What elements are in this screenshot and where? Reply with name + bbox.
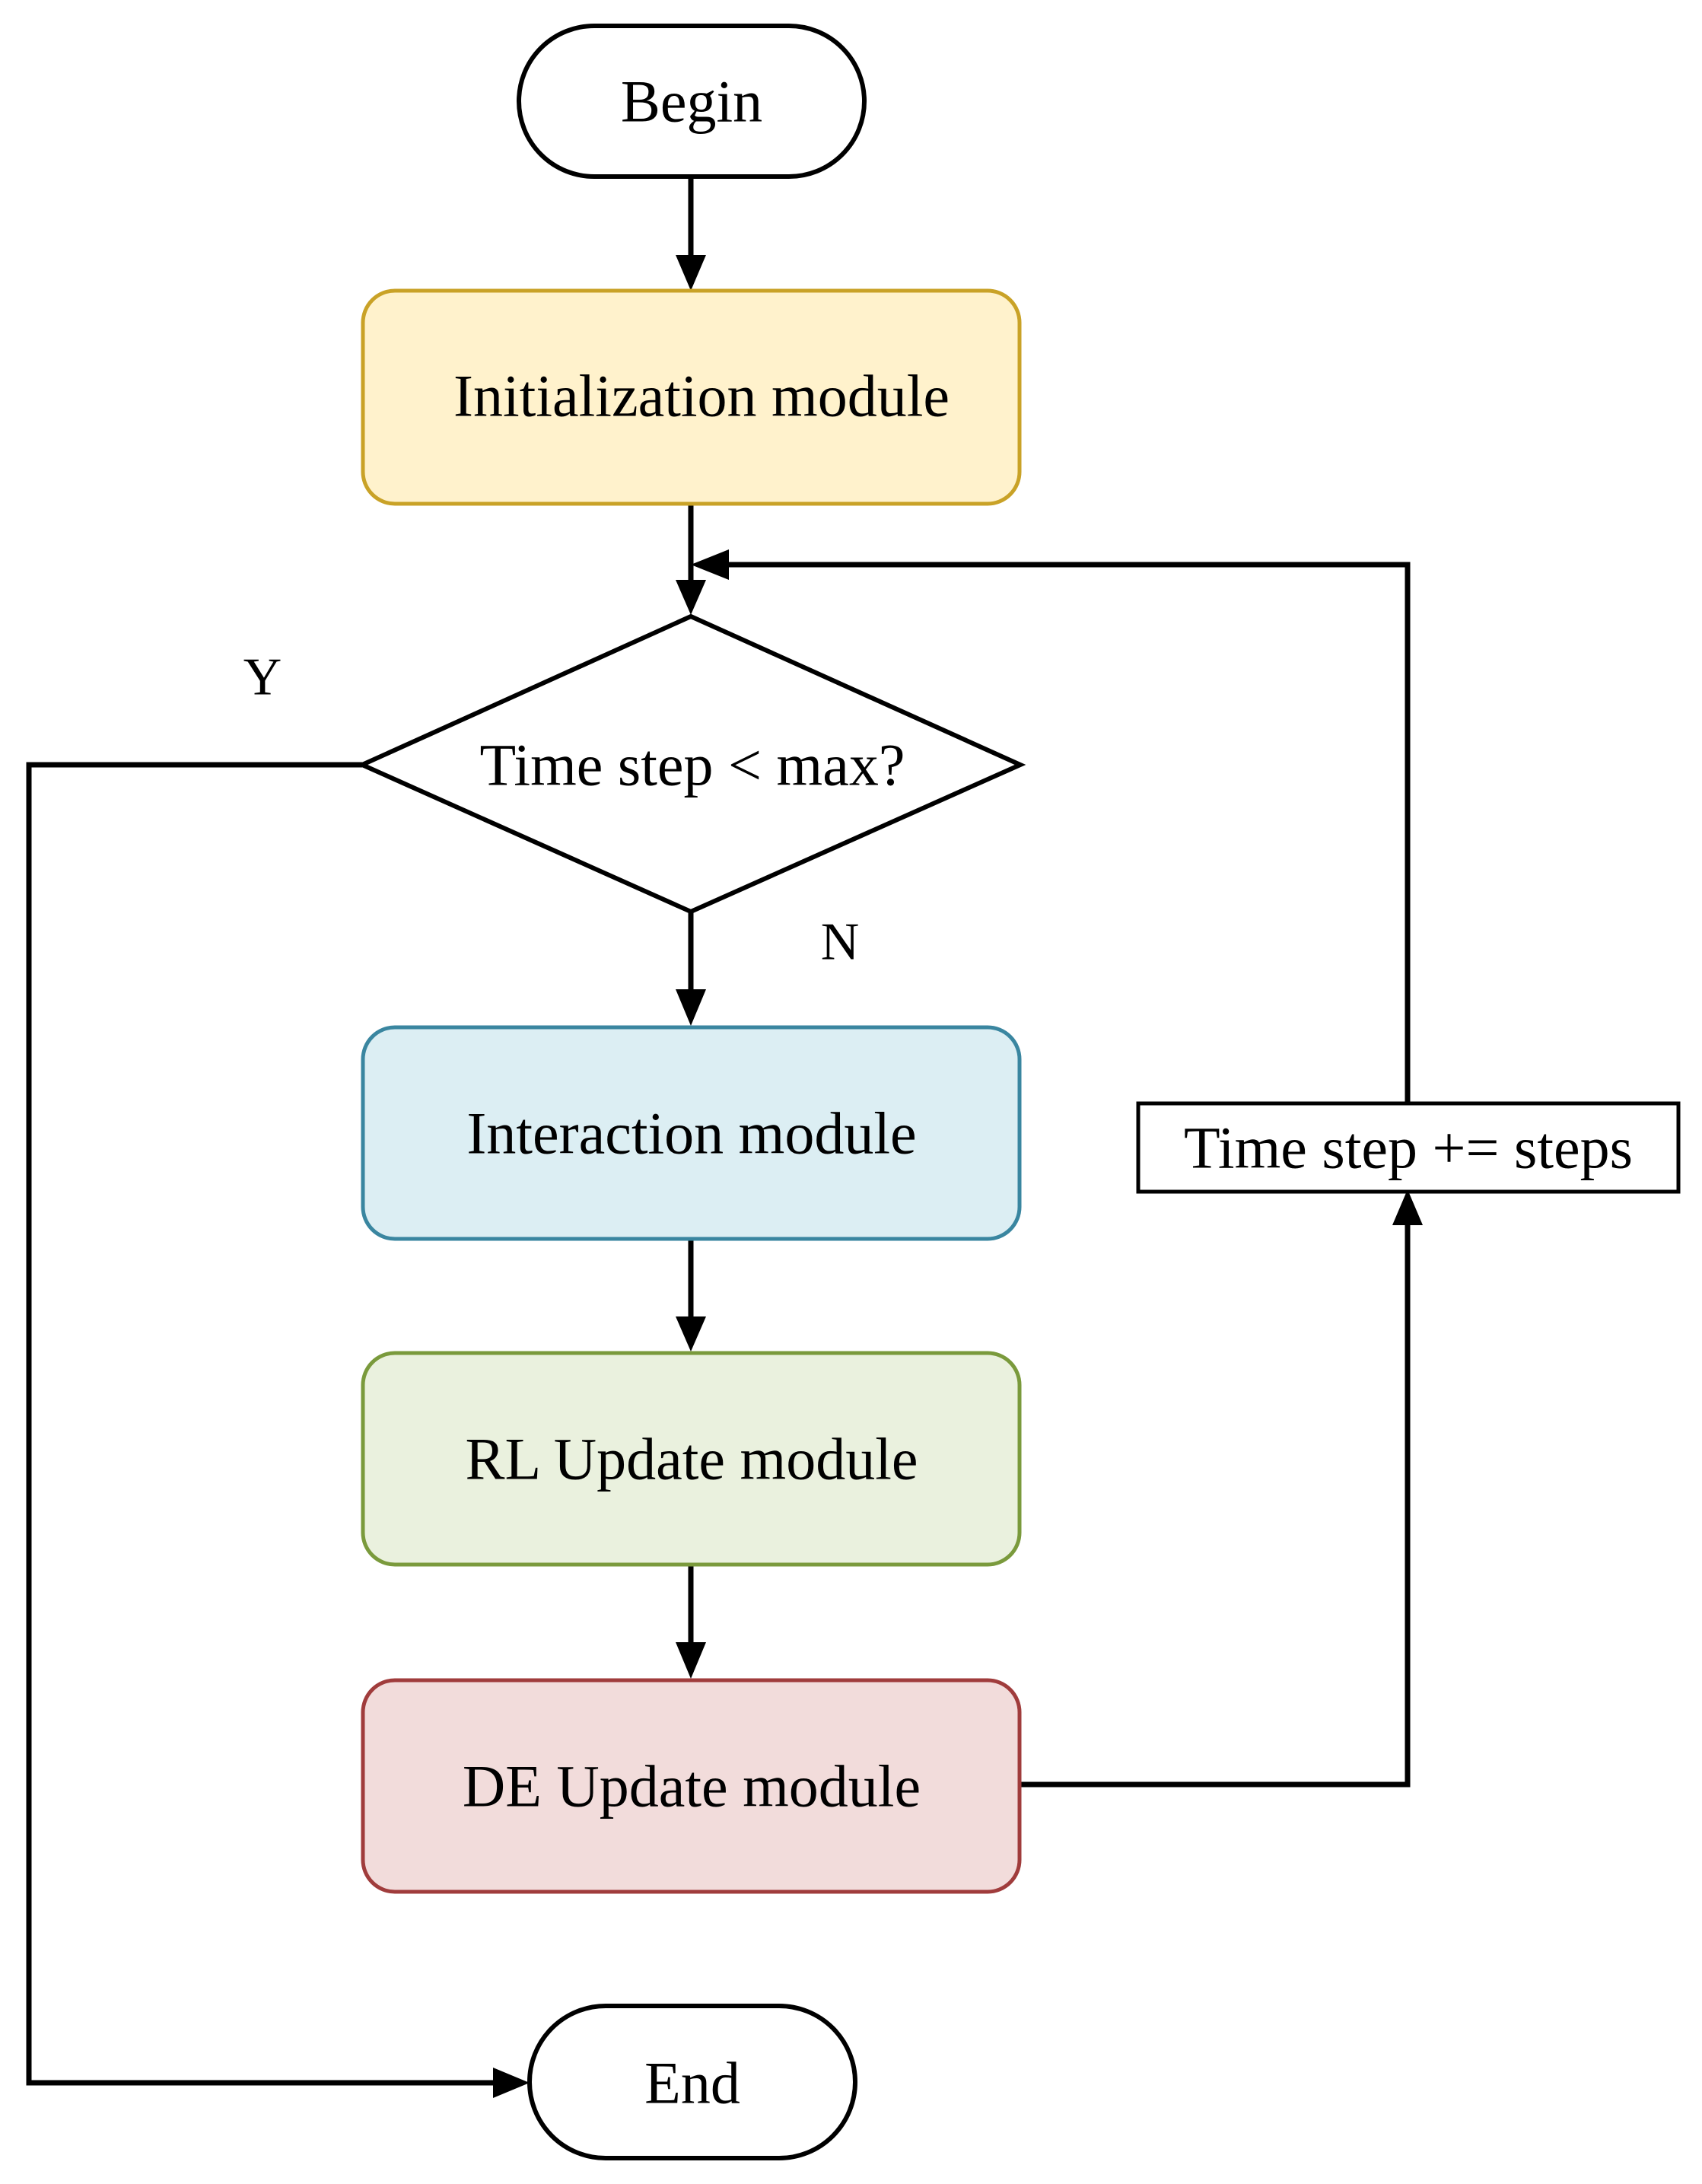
time-step-increment-label: Time step += steps bbox=[1184, 1115, 1633, 1181]
rl-update-module-label: RL Update module bbox=[466, 1426, 918, 1492]
interaction-module-label: Interaction module bbox=[466, 1100, 916, 1167]
decision-diamond: Time step < max? bbox=[356, 613, 1026, 915]
rl-update-module: RL Update module bbox=[361, 1351, 1022, 1567]
end-terminal: End bbox=[527, 2004, 857, 2160]
connectors bbox=[26, 177, 1423, 2098]
edge-timestep-decision bbox=[729, 562, 1411, 1102]
initialization-module-label: Initialization module bbox=[453, 363, 950, 429]
interaction-module: Interaction module bbox=[361, 1025, 1022, 1241]
arrowhead-de-timestep bbox=[1392, 1189, 1423, 1225]
decision-label: Time step < max? bbox=[480, 732, 905, 798]
begin-terminal: Begin bbox=[517, 24, 867, 179]
branch-no-label: N bbox=[821, 913, 860, 972]
arrowhead-begin-init bbox=[676, 255, 706, 291]
de-update-module: DE Update module bbox=[361, 1678, 1022, 1894]
arrowhead-timestep-decision bbox=[691, 549, 729, 580]
arrowhead-rl-de bbox=[676, 1642, 706, 1679]
edge-decision-end bbox=[26, 762, 493, 2086]
end-label: End bbox=[644, 2050, 740, 2116]
de-update-module-label: DE Update module bbox=[463, 1753, 921, 1819]
time-step-increment-box: Time step += steps bbox=[1136, 1101, 1681, 1194]
branch-yes-label: Y bbox=[243, 648, 282, 707]
begin-label: Begin bbox=[621, 68, 762, 135]
initialization-module: Initialization module bbox=[361, 288, 1022, 506]
arrowhead-decision-interaction bbox=[676, 989, 706, 1026]
arrowhead-decision-end bbox=[493, 2068, 530, 2098]
edge-de-timestep bbox=[1020, 1225, 1411, 1788]
arrowhead-init-decision bbox=[676, 580, 706, 615]
arrowhead-interaction-rl bbox=[676, 1316, 706, 1351]
